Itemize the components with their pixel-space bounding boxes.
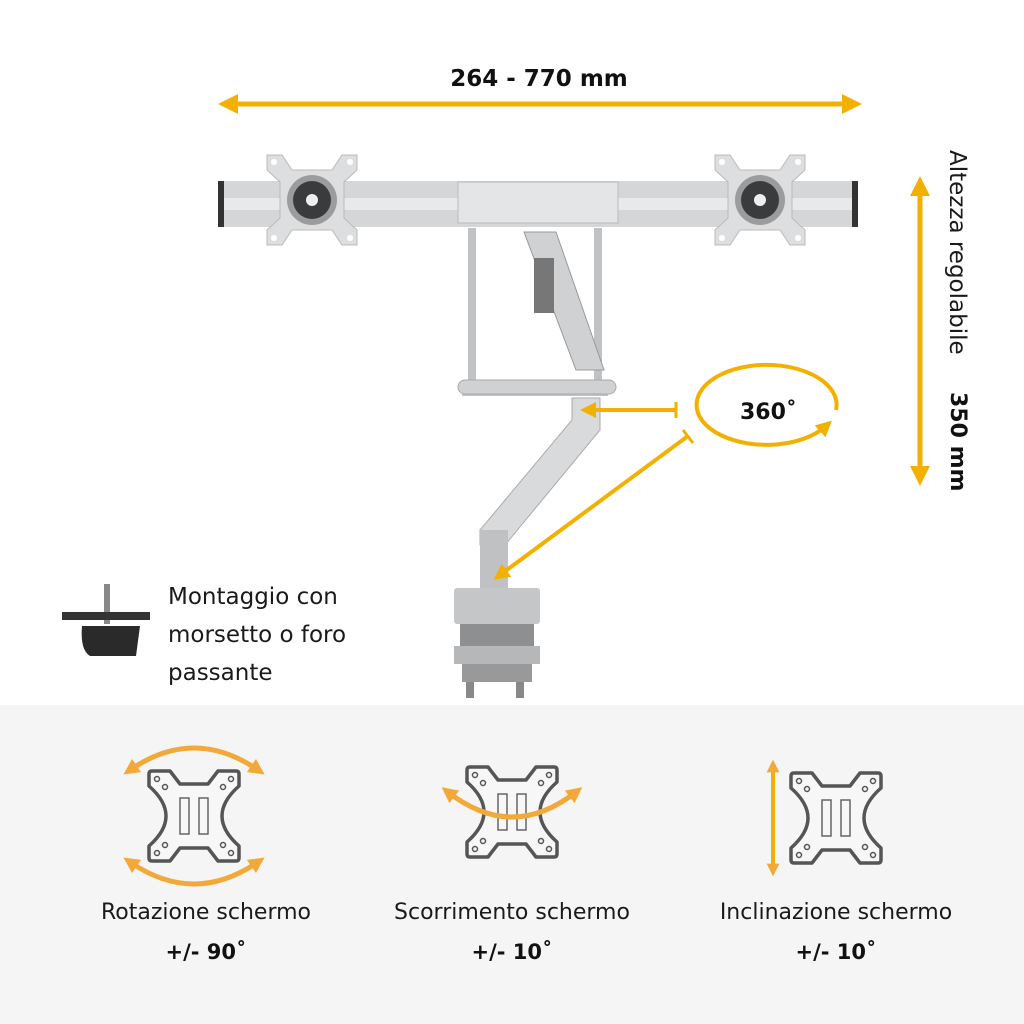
- feature-value-swivel: +/- 10˚: [471, 940, 553, 964]
- rotation-icon: [123, 745, 265, 887]
- mount-line-3: passante: [168, 660, 273, 686]
- feature-label-swivel: Scorrimento schermo: [394, 900, 630, 925]
- feature-value-rotation: +/- 90˚: [165, 940, 247, 964]
- rotation-badge: 360˚: [740, 400, 797, 425]
- mount-caption: Montaggio con morsetto o foro passante: [168, 578, 346, 692]
- rotation-arrow-lower: [493, 434, 690, 580]
- width-range-label: 264 - 770 mm: [450, 66, 628, 92]
- height-value: 350 mm: [945, 392, 970, 492]
- height-label: Altezza regolabile: [944, 150, 970, 355]
- feature-label-rotation: Rotazione schermo: [100, 900, 312, 925]
- feature-value-tilt: +/- 10˚: [795, 940, 877, 964]
- rotation-circle: [694, 362, 839, 447]
- tilt-icon: [766, 759, 883, 877]
- clamp-icon: [62, 584, 150, 656]
- feature-label-tilt: Inclinazione schermo: [719, 900, 953, 925]
- swivel-icon: [441, 765, 583, 859]
- monitor-arm-image: [218, 154, 858, 698]
- mount-line-2: morsetto o foro: [168, 622, 347, 648]
- mount-line-1: Montaggio con: [168, 584, 338, 610]
